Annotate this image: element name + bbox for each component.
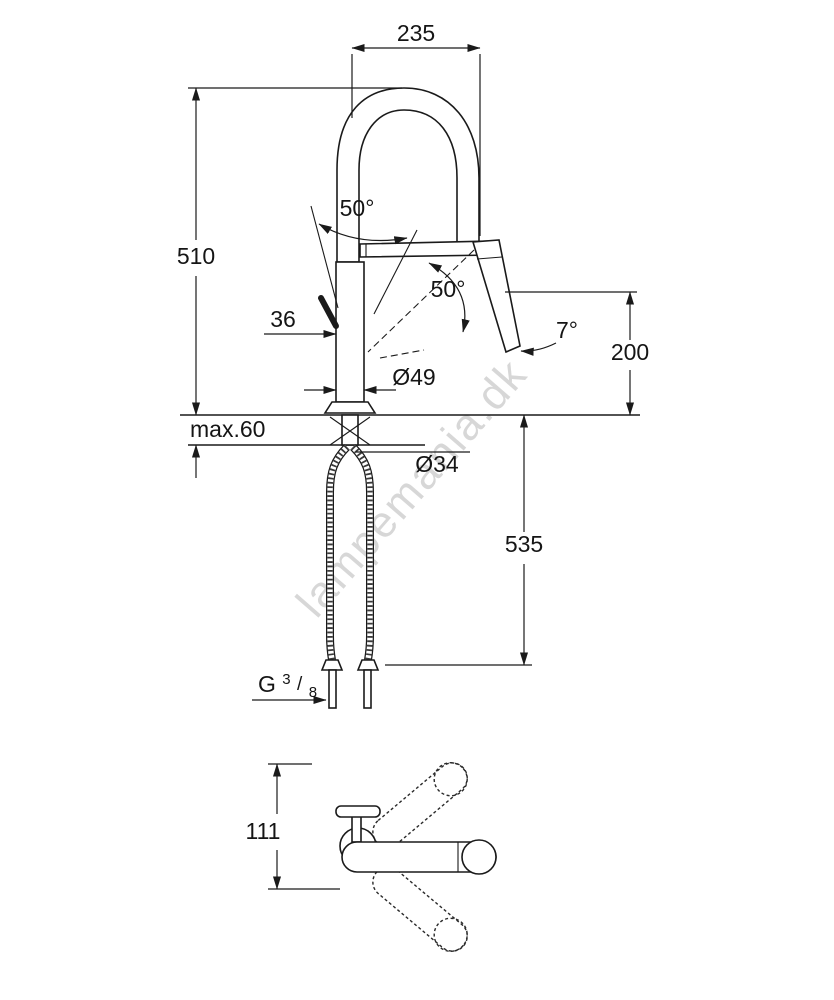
ghost-arm-lower — [372, 866, 468, 952]
base-flare — [323, 401, 377, 414]
angle-leg — [310, 205, 339, 309]
lever-stem-plan — [351, 815, 362, 843]
angle-leg — [373, 229, 418, 315]
thread-slash: / — [297, 674, 303, 695]
dim-max60-label: max.60 — [190, 416, 265, 442]
dim-lever-angle: 50° — [310, 195, 418, 315]
mounting-shank — [341, 414, 359, 446]
dim-36-label: 36 — [270, 306, 296, 332]
dim-d49-label: Ø49 — [392, 364, 435, 390]
dim-510-label: 510 — [177, 243, 215, 269]
angle-arc — [520, 342, 557, 356]
hose-left — [326, 444, 350, 661]
thread-denominator: 8 — [309, 684, 317, 701]
dim-50-spray-label: 50° — [431, 276, 466, 302]
dim-max-deck: max.60 — [190, 416, 265, 478]
dim-lever-width: 36 — [264, 306, 337, 339]
dim-7-label: 7° — [556, 317, 578, 343]
alt-spray-dashed-2 — [379, 349, 425, 359]
dim-spout-reach: 235 — [351, 20, 481, 236]
faucet-body — [335, 261, 365, 403]
watermark-text: lampemania.dk — [287, 350, 537, 627]
hose-left-fitting — [320, 659, 344, 671]
dim-total-height: 510 — [177, 87, 402, 416]
angle-arc — [318, 223, 408, 245]
faucet-top-view — [335, 762, 497, 952]
spout-outline — [336, 87, 480, 263]
hose-right-fitting — [356, 659, 380, 671]
watermark-group: lampemania.dk — [287, 350, 537, 627]
ghost-arm-upper — [372, 762, 468, 848]
dim-200-label: 200 — [611, 339, 649, 365]
hose-right — [350, 444, 374, 661]
mounting-cross — [329, 416, 371, 446]
dim-235-label: 235 — [397, 20, 435, 46]
spray-head-plan — [461, 839, 497, 875]
dim-swivel-depth: 111 — [246, 763, 340, 890]
dim-111-label: 111 — [246, 818, 281, 844]
dim-head-angle: 7° — [520, 317, 578, 356]
dim-thread-label: G 3 / 8 — [258, 663, 317, 701]
thread-numerator: 3 — [282, 671, 290, 688]
dim-50-lever-label: 50° — [340, 195, 375, 221]
lever-bar-plan — [335, 805, 381, 818]
dim-hose-length: 535 — [385, 414, 543, 666]
thread-prefix: G — [258, 671, 276, 697]
faucet-side-view — [180, 87, 640, 709]
lever-handle — [318, 295, 339, 329]
spray-head — [471, 239, 521, 354]
dim-base-diameter: Ø49 — [304, 364, 436, 395]
hose-left-thread — [328, 669, 337, 709]
dim-d34-label: Ø34 — [415, 451, 459, 477]
dim-spray-angle: 50° — [428, 262, 470, 333]
dim-thread: G 3 / 8 — [252, 663, 327, 705]
dim-535-label: 535 — [505, 531, 543, 557]
spray-head-detail — [476, 256, 503, 260]
angle-arc — [428, 262, 470, 333]
dim-hole-diameter: Ø34 — [356, 451, 470, 477]
dim-outlet-height: 200 — [505, 291, 649, 416]
hose-right-thread — [363, 669, 372, 709]
